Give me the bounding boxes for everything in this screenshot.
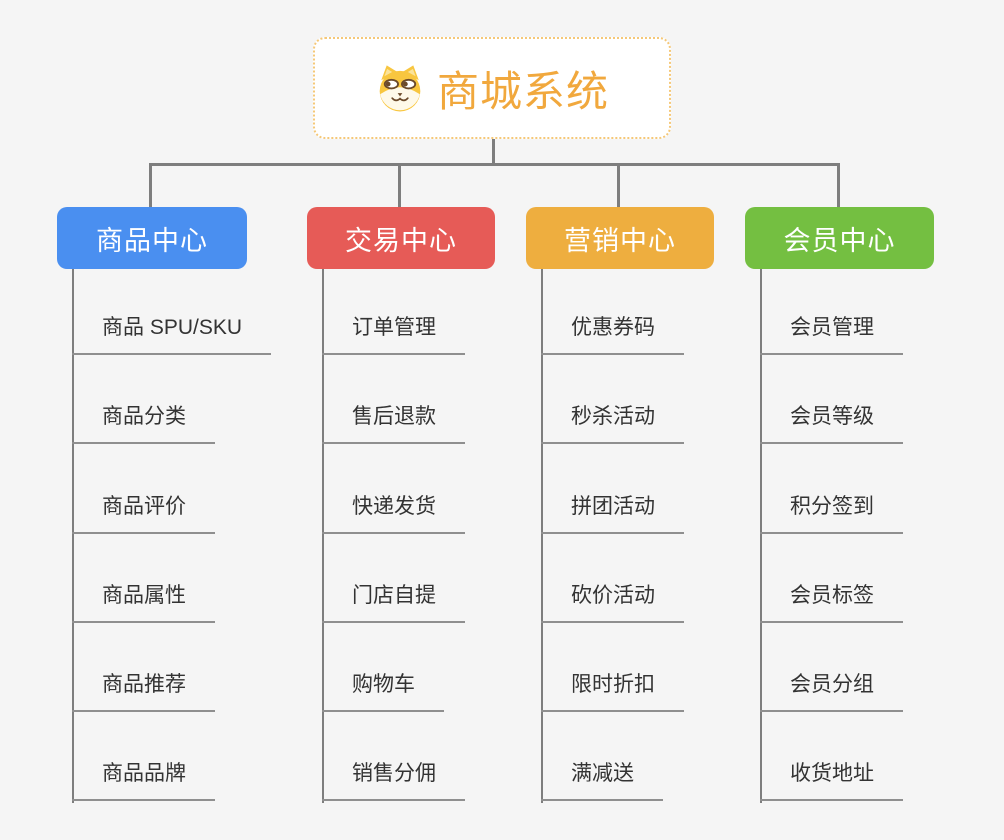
connector-drop bbox=[398, 166, 401, 207]
leaf-node[interactable]: 购物车 bbox=[322, 669, 444, 712]
branch-trunk-line bbox=[541, 269, 543, 803]
leaf-node[interactable]: 积分签到 bbox=[760, 491, 903, 534]
leaf-node[interactable]: 会员分组 bbox=[760, 669, 903, 712]
connector-drop bbox=[149, 166, 152, 207]
leaf-node[interactable]: 商品推荐 bbox=[72, 669, 215, 712]
leaf-node[interactable]: 商品品牌 bbox=[72, 758, 215, 801]
leaf-node[interactable]: 优惠券码 bbox=[541, 312, 684, 355]
connector-drop bbox=[837, 166, 840, 207]
branch-trunk-line bbox=[760, 269, 762, 803]
leaf-node[interactable]: 砍价活动 bbox=[541, 580, 684, 623]
leaf-node[interactable]: 订单管理 bbox=[322, 312, 465, 355]
connector-horizontal-bar bbox=[149, 163, 840, 166]
leaf-node[interactable]: 限时折扣 bbox=[541, 669, 684, 712]
leaf-node[interactable]: 商品分类 bbox=[72, 401, 215, 444]
leaf-node[interactable]: 商品 SPU/SKU bbox=[72, 312, 272, 355]
connector-drop bbox=[617, 166, 620, 207]
leaf-node[interactable]: 售后退款 bbox=[322, 401, 465, 444]
leaf-node[interactable]: 拼团活动 bbox=[541, 491, 684, 534]
branch-node-trade-center[interactable]: 交易中心 bbox=[307, 207, 495, 269]
root-title: 商城系统 bbox=[436, 67, 609, 115]
branch-node-member-center[interactable]: 会员中心 bbox=[745, 207, 934, 269]
root-node[interactable]: 商城系统 bbox=[313, 37, 671, 139]
branch-node-marketing-center[interactable]: 营销中心 bbox=[526, 207, 714, 269]
leaf-node[interactable]: 销售分佣 bbox=[322, 758, 465, 801]
dog-face-icon bbox=[375, 63, 425, 113]
leaf-node[interactable]: 会员等级 bbox=[760, 401, 903, 444]
leaf-node[interactable]: 门店自提 bbox=[322, 580, 465, 623]
leaf-node[interactable]: 满减送 bbox=[541, 758, 663, 801]
branch-node-product-center[interactable]: 商品中心 bbox=[57, 207, 247, 269]
connector-root-drop bbox=[492, 139, 495, 163]
leaf-node[interactable]: 快递发货 bbox=[322, 491, 465, 534]
leaf-node[interactable]: 商品属性 bbox=[72, 580, 215, 623]
leaf-node[interactable]: 秒杀活动 bbox=[541, 401, 684, 444]
leaf-node[interactable]: 商品评价 bbox=[72, 491, 215, 534]
leaf-node[interactable]: 收货地址 bbox=[760, 758, 903, 801]
leaf-node[interactable]: 会员管理 bbox=[760, 312, 903, 355]
branch-trunk-line bbox=[72, 269, 74, 803]
branch-trunk-line bbox=[322, 269, 324, 803]
leaf-node[interactable]: 会员标签 bbox=[760, 580, 903, 623]
